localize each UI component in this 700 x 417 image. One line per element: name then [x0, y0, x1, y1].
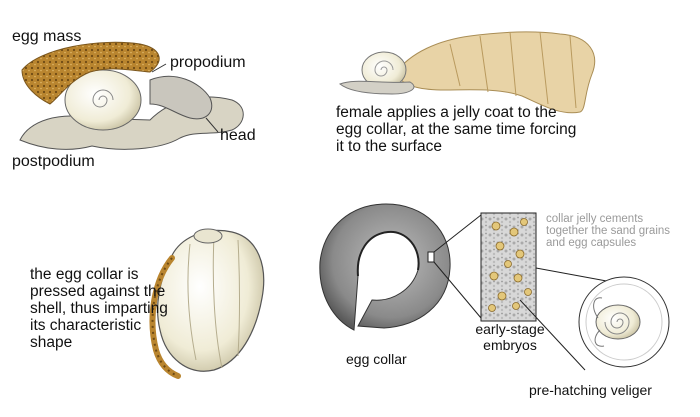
- leader-head: [205, 117, 219, 133]
- label-early-stage-embryos: early-stage embryos: [475, 321, 545, 353]
- veliger-shell: [595, 304, 641, 340]
- female-applying-jelly: [339, 31, 596, 114]
- collar-against-shell: [149, 228, 265, 379]
- shell-apex: [193, 228, 223, 244]
- veliger-circle-inner: [585, 283, 663, 361]
- collar-edge-dots: [151, 257, 179, 377]
- leader-propodium: [151, 63, 167, 73]
- label-head: head: [220, 127, 256, 144]
- caption-egg-collar-pressed: the egg collar is pressed against the sh…: [30, 266, 168, 351]
- callout-line-top: [433, 214, 482, 253]
- egg-collar-inner: [356, 230, 420, 277]
- veliger-lobes: [593, 297, 605, 347]
- caption-collar-jelly: collar jelly cements together the sand g…: [546, 213, 671, 249]
- caption-female-applies: female applies a jelly coat to the egg c…: [336, 104, 577, 155]
- small-snail-spiral: [374, 60, 394, 77]
- callout-line-bottom: [433, 261, 482, 319]
- large-shell: [157, 229, 265, 372]
- egg-capsules: [488, 218, 532, 312]
- jelly-coat-shape: [394, 31, 596, 114]
- egg-collar-shape: [319, 203, 451, 331]
- label-pre-hatching-veliger: pre-hatching veliger: [529, 382, 652, 398]
- egg-mass-shape: [21, 41, 160, 105]
- label-egg-collar: egg collar: [346, 351, 407, 367]
- jelly-stripes: [449, 31, 577, 109]
- magnify-box: [427, 251, 435, 263]
- shell-spiral: [92, 89, 114, 108]
- snail-head: [149, 75, 213, 120]
- snail-shell: [64, 69, 142, 131]
- snail-with-egg-mass: [19, 41, 244, 150]
- label-postpodium: postpodium: [12, 153, 95, 170]
- veliger-line-bottom: [519, 299, 586, 371]
- egg-collar-section: [319, 203, 670, 371]
- label-propodium: propodium: [170, 54, 246, 71]
- small-snail-foot: [339, 80, 415, 95]
- veliger-line-top: [535, 267, 613, 283]
- label-egg-mass: egg mass: [12, 28, 82, 45]
- shell-ridges: [187, 235, 240, 369]
- veliger-spiral: [604, 312, 630, 335]
